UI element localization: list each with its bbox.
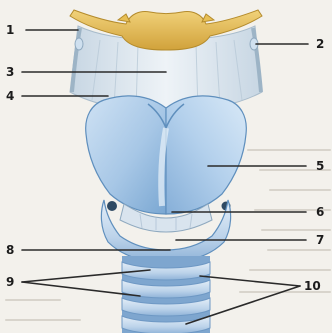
thyroid-lamina-right: [166, 96, 246, 214]
hyoid-lesser-horn-right: [202, 14, 214, 22]
callout-5: 5: [316, 159, 324, 173]
hyoid-lesser-horn-left: [118, 14, 130, 22]
thyroid-lamina-left: [86, 96, 166, 214]
leader-line-10a: [200, 276, 300, 286]
callout-10: 10: [304, 279, 321, 293]
thyroid-cartilage: [86, 96, 247, 214]
cricothyroid-joint-left: [107, 201, 117, 211]
callout-3: 3: [6, 65, 14, 79]
callout-4: 4: [6, 89, 14, 103]
callout-7: 7: [316, 233, 324, 247]
callout-2: 2: [316, 37, 324, 51]
trachea: [122, 256, 210, 333]
callout-6: 6: [316, 205, 324, 219]
callout-1: 1: [6, 23, 14, 37]
callout-8: 8: [6, 243, 14, 257]
triticeous-cartilage-left: [75, 38, 83, 50]
callout-9: 9: [6, 275, 14, 289]
